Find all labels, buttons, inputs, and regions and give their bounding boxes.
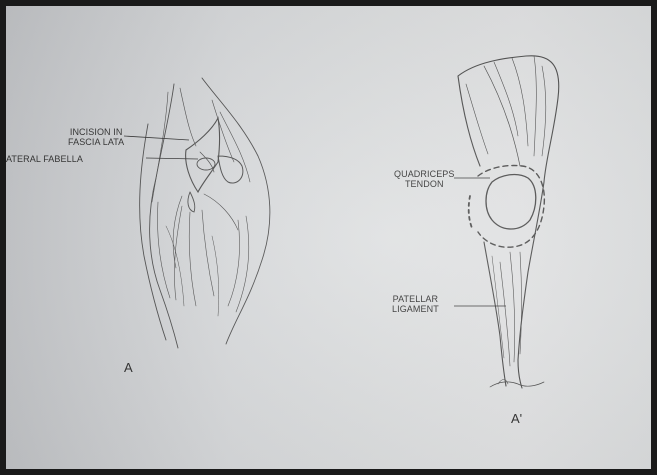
panel-a-prime-drawing — [458, 56, 559, 388]
patellar-label-line1: PATELLAR — [392, 294, 439, 304]
caption-a-prime: A' — [511, 411, 522, 426]
fabella-leader — [146, 158, 198, 159]
panel-a-drawing — [140, 78, 270, 348]
patellar-label-line2: LIGAMENT — [392, 304, 439, 314]
illustration-svg — [6, 6, 651, 469]
incision-label-line2: FASCIA LATA — [68, 137, 124, 147]
incision-label: INCISION IN FASCIA LATA — [68, 127, 124, 147]
fabella-label: ATERAL FABELLA — [6, 154, 83, 164]
quadriceps-label-line2: TENDON — [394, 179, 455, 189]
incision-label-line1: INCISION IN — [68, 127, 124, 137]
caption-a: A — [124, 360, 133, 375]
quadriceps-label: QUADRICEPS TENDON — [394, 169, 455, 189]
book-page: INCISION IN FASCIA LATA ATERAL FABELLA A… — [6, 6, 651, 469]
incision-leader — [124, 136, 189, 140]
patellar-label: PATELLAR LIGAMENT — [392, 294, 439, 314]
quadriceps-label-line1: QUADRICEPS — [394, 169, 455, 179]
